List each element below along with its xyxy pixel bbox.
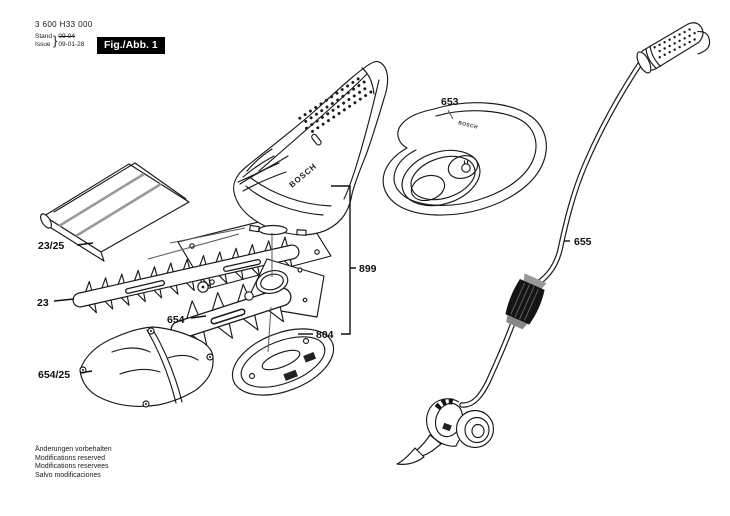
pole-grip	[636, 22, 711, 74]
part-label-pole: 655	[574, 236, 592, 248]
shear-tool: BOSCH	[233, 60, 389, 236]
blade-sheath	[39, 162, 190, 262]
figure-label: Fig./Abb. 1	[97, 37, 165, 54]
note-line: Modifications reservees	[35, 463, 109, 471]
grip-dots	[298, 77, 373, 133]
part-label-shear-blade: 23	[37, 297, 49, 309]
wheel-tread	[434, 398, 455, 410]
part-label-blade-set: 899	[359, 263, 377, 275]
grass-blade-cover	[79, 326, 214, 408]
part-label-base-plate: 804	[316, 329, 334, 341]
grass-blade-assembly	[170, 258, 325, 348]
legal-notes: Änderungen vorbehalten Modifications res…	[35, 446, 112, 480]
plug-icon	[461, 160, 471, 173]
note-line: Salvo modificaciones	[35, 471, 101, 479]
part-label-grass-blade: 654	[167, 314, 185, 326]
part-label-blade-sheath: 23/25	[38, 240, 64, 252]
issue-label: Issue	[35, 41, 51, 48]
note-line: Änderungen vorbehalten	[35, 446, 112, 453]
header: 3 600 H33 000 Stand Issue } 09-04 09-01-…	[35, 20, 165, 54]
locking-collar	[505, 273, 547, 330]
revision-brace: }	[53, 33, 58, 48]
charging-holster: BOSCH	[382, 102, 547, 216]
telescopic-handle	[396, 22, 711, 465]
part-label-holster: 653	[441, 96, 459, 108]
issue-date: 09-01-28	[58, 41, 85, 48]
part-label-grass-cover: 654/25	[38, 369, 70, 381]
leaf-veins	[237, 148, 289, 192]
wheel-assembly	[396, 398, 495, 465]
tool-button	[311, 133, 322, 146]
pole-grip-dots	[653, 28, 696, 59]
holster-brand-logo: BOSCH	[458, 120, 479, 131]
stand-label: Stand	[35, 33, 52, 40]
superseded-date: 09-04	[58, 33, 75, 40]
document-number: 3 600 H33 000	[35, 20, 93, 29]
base-plate	[231, 328, 335, 396]
revision-block: Stand Issue } 09-04 09-01-28	[35, 33, 84, 49]
leader-lines	[147, 109, 454, 353]
note-line: Modifications reserved	[35, 454, 106, 462]
assembly-bracket	[53, 185, 570, 374]
